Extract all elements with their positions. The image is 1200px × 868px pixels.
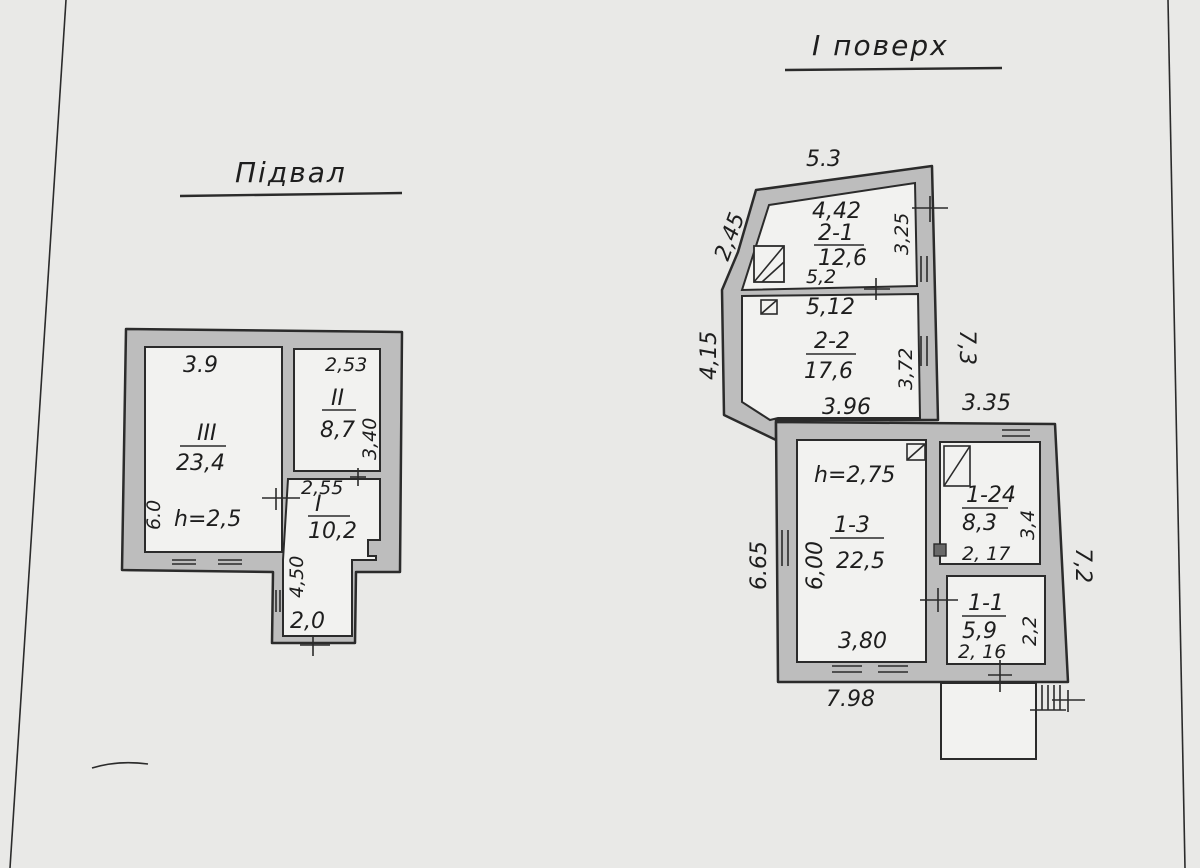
basement-title-text: Підвал	[235, 156, 347, 189]
basement-room2-area: 8,7	[320, 418, 355, 443]
basement-room1-side: 4,50	[286, 556, 308, 598]
room-1-3-bottom: 3,80	[838, 629, 887, 654]
basement-room1-bottom: 2,0	[290, 609, 325, 634]
room-2-2-number: 2-2	[814, 329, 850, 354]
basement-room2-side: 3,40	[359, 418, 381, 460]
basement-windows	[172, 559, 281, 612]
stray-pen-mark	[91, 761, 149, 769]
floor1-room-2-2	[741, 292, 922, 422]
floor1-porch	[940, 682, 1037, 760]
stair-icon	[933, 445, 971, 557]
floor1-steps	[1030, 685, 1085, 712]
basement-room-1	[282, 478, 381, 637]
basement-title: Підвал	[179, 156, 403, 198]
floor1-door-marks	[864, 196, 1012, 692]
room-1-24-side: 3,4	[1017, 510, 1039, 540]
paper-right-margin-line	[1167, 0, 1186, 868]
basement-plan: 3.9 III 23,4 h=2,5 6.0 2,53 II 8,7 3,40 …	[120, 327, 404, 656]
basement-room-3	[144, 346, 283, 553]
basement-door-marks	[262, 468, 366, 656]
room-2-2-side: 3,72	[895, 348, 917, 390]
room-2-1-number: 2-1	[818, 221, 854, 246]
room-1-3-number: 1-3	[834, 513, 870, 538]
basement-room1-number: I	[315, 492, 322, 517]
floor1-windows	[781, 256, 1030, 673]
vent-icon	[760, 299, 778, 315]
basement-room1-area: 10,2	[308, 519, 357, 544]
floor1-right-upper-dim: 7,3	[954, 330, 979, 365]
basement-room1-width: 2,55	[301, 477, 343, 499]
basement-room3-number: III	[197, 421, 216, 446]
floor1-top-dim: 5.3	[806, 147, 841, 172]
floor1-right-lower-dim: 7,2	[1070, 548, 1095, 583]
basement-title-underline	[179, 191, 403, 198]
room-1-3-area: 22,5	[836, 549, 885, 574]
floor1-title-text: I поверх	[812, 29, 949, 62]
room-1-24-bottom: 2, 17	[962, 543, 1010, 565]
room-1-1-area: 5,9	[962, 619, 997, 644]
room-1-3-ceiling: h=2,75	[814, 463, 895, 488]
room-1-1-side: 2,2	[1019, 616, 1041, 646]
room-2-1-bottom: 5,2	[806, 266, 836, 288]
chimney-icon	[906, 443, 926, 461]
room-1-1-number: 1-1	[968, 591, 1004, 616]
floor1-title-underline	[784, 66, 1003, 72]
floor1-room-1-1	[946, 575, 1046, 665]
room-2-2-bottom: 3.96	[822, 395, 871, 420]
room-2-1-width: 4,42	[812, 199, 861, 224]
floor1-mid-right-dim: 3.35	[962, 391, 1011, 416]
floor1-title: I поверх	[784, 29, 1003, 72]
basement-room3-width: 3.9	[183, 353, 218, 378]
stove-icon	[753, 245, 785, 283]
room-1-3-outer-dim: 6.65	[747, 541, 772, 590]
floor1-total-bottom-dim: 7.98	[826, 687, 875, 712]
room-2-2-width: 5,12	[806, 295, 855, 320]
floor1-room-1-3	[796, 439, 927, 663]
room-2-1-side: 3,25	[891, 213, 913, 255]
basement-room3-ceiling: h=2,5	[174, 507, 241, 532]
room-1-24-number: 1-24	[966, 483, 1016, 508]
room-1-1-bottom: 2, 16	[958, 641, 1006, 663]
basement-room2-number: II	[331, 386, 344, 411]
floor1-plan: 5.3 2,45 4,15 7,3 4,42 2-1 12,6 5,2 3,25…	[697, 147, 1095, 760]
room-2-1-area: 12,6	[818, 246, 867, 271]
room-1-24-area: 8,3	[962, 511, 997, 536]
floor1-room-2-1	[740, 181, 919, 292]
room-2-2-area: 17,6	[804, 359, 853, 384]
room-1-3-inner-dim: 6,00	[803, 541, 828, 590]
basement-room3-side: 6.0	[143, 500, 165, 530]
basement-room3-area: 23,4	[176, 451, 225, 476]
floor1-left-lower-dim: 4,15	[697, 331, 722, 380]
paper-left-margin-line	[9, 0, 67, 868]
basement-room2-width: 2,53	[325, 354, 367, 376]
